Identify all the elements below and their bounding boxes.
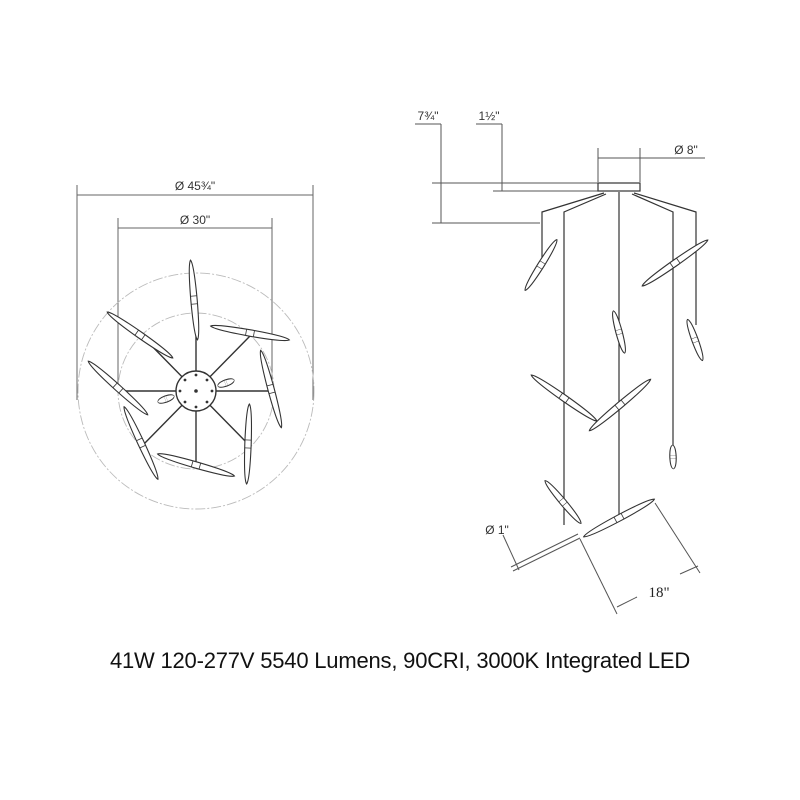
top-view: Ø 45¾" Ø 30" [76,179,315,510]
outer-guide-circle [77,272,315,510]
specification-caption: 41W 120-277V 5540 Lumens, 90CRI, 3000K I… [109,648,691,673]
rod-diameter-dimension [502,533,581,572]
outer-diameter-label: Ø 45¾" [175,179,215,193]
rod-diameter-label: Ø 1" [485,523,509,537]
cables [541,192,697,525]
canopy-diameter-dimension [597,148,705,182]
canopy-height-dimension [476,123,598,192]
canopy-diameter-label: Ø 8" [674,143,698,157]
canopy-top [175,370,217,412]
canopy-height-label: 1½" [479,109,500,123]
canopy-side [597,182,641,192]
rod-length-dimension [579,502,701,615]
overall-height-dimension [415,123,598,224]
side-view: 7¾" 1½" Ø 8" [415,109,711,615]
inner-diameter-label: Ø 30" [180,213,210,227]
overall-height-label: 7¾" [418,109,439,123]
rods-side-view [521,236,711,541]
rod-length-label: 18" [648,585,669,601]
outer-diameter-dimension [76,185,314,400]
